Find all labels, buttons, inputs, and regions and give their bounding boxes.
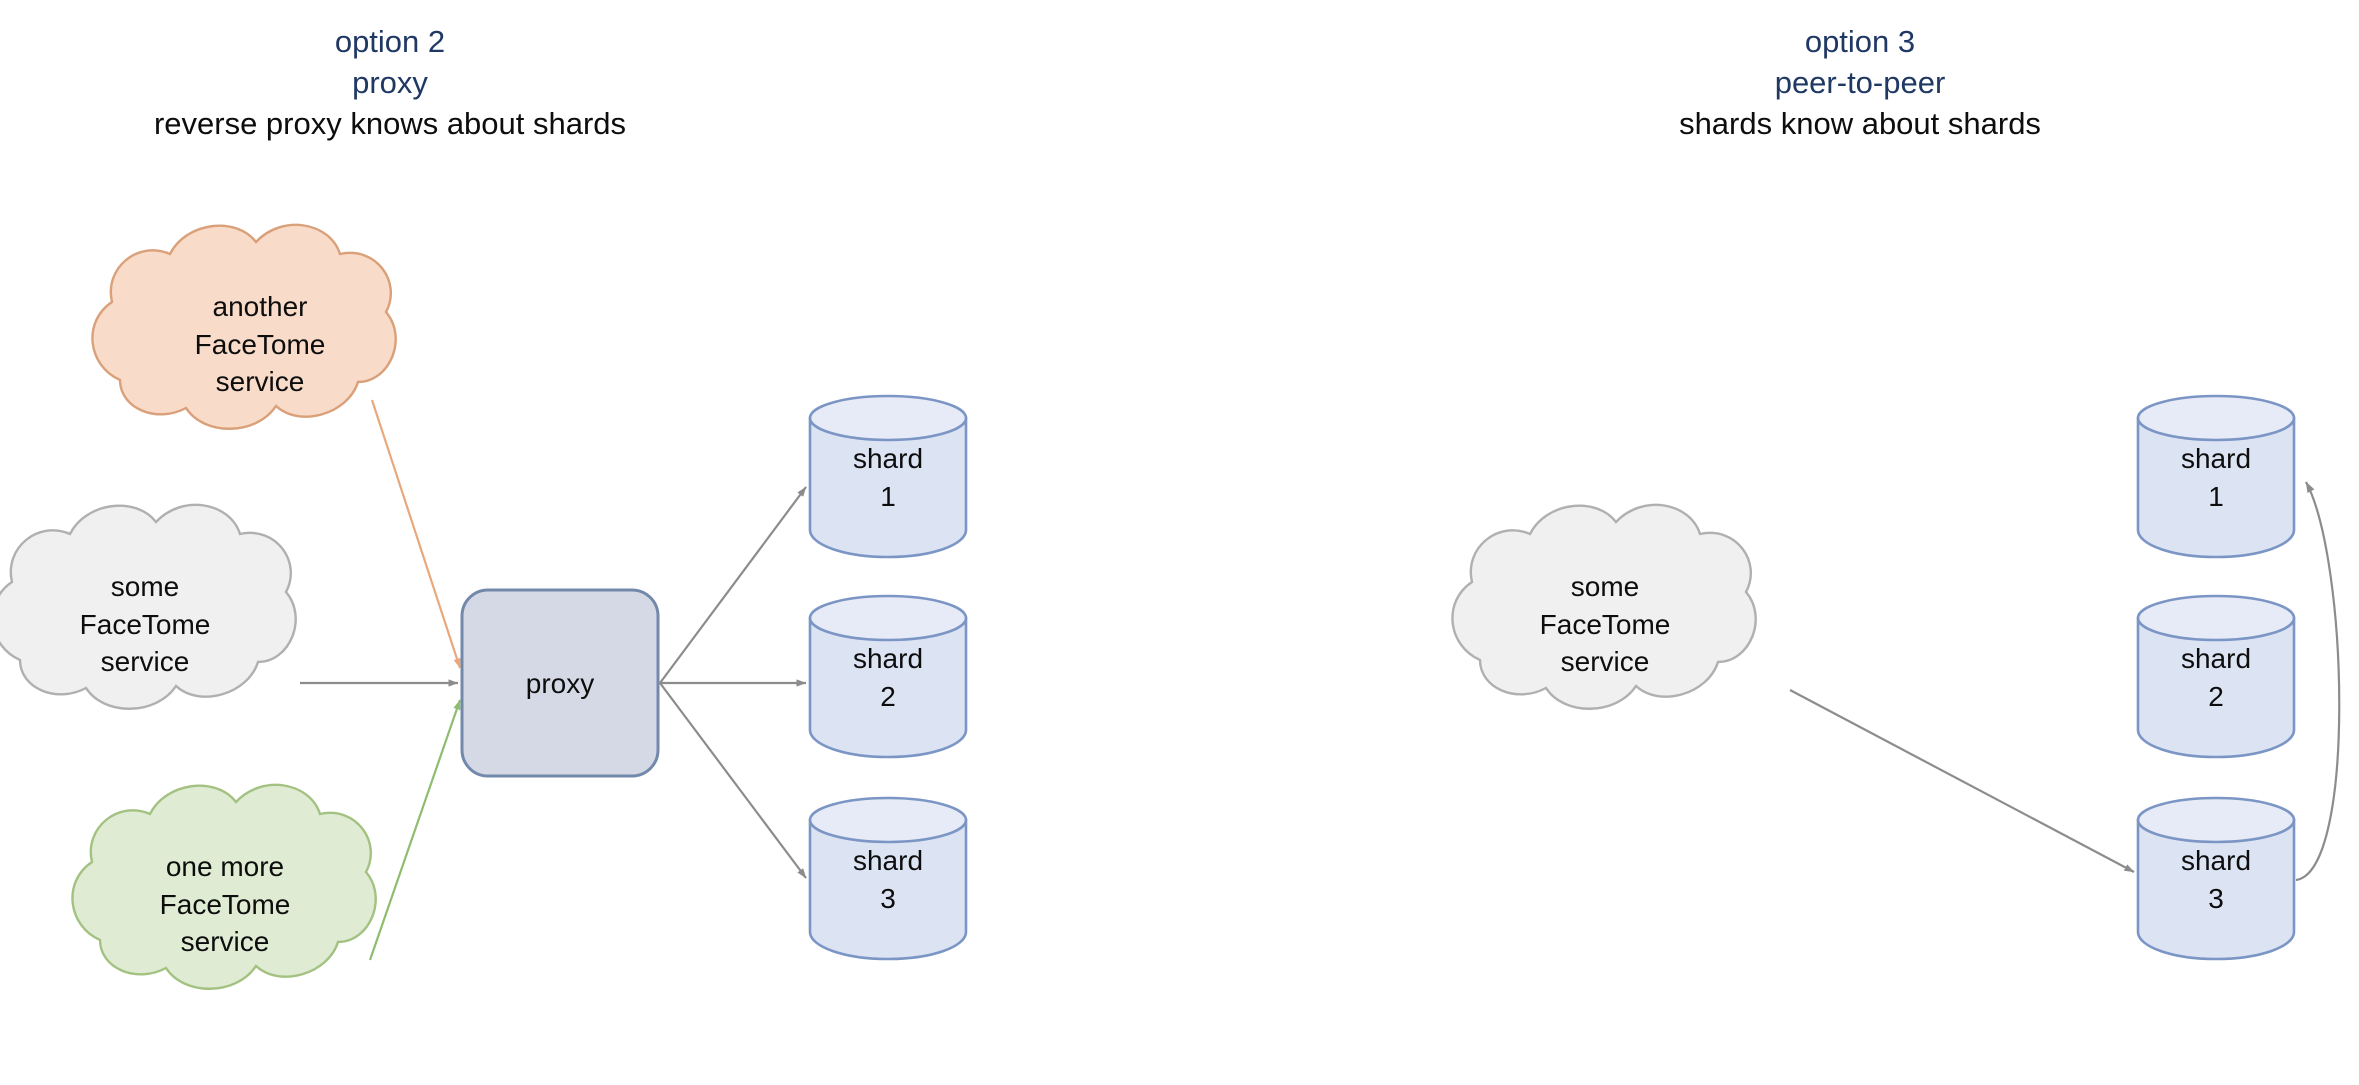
edge-shard-3-to-shard-1 xyxy=(2295,481,2341,882)
heading-option-number: option 3 xyxy=(1804,24,1916,59)
cloud-one-more-facetome-service xyxy=(71,783,377,990)
edge-another-service-to-proxy xyxy=(370,399,462,669)
heading-option-description: reverse proxy knows about shards xyxy=(153,105,627,141)
heading-option-kind: peer-to-peer xyxy=(1774,64,1946,100)
heading-option-number: option 2 xyxy=(334,24,446,59)
proxy-node[interactable] xyxy=(460,588,660,778)
shard-3-cylinder[interactable] xyxy=(808,796,968,961)
heading-option-kind: proxy xyxy=(352,64,428,100)
shard-2-cylinder[interactable] xyxy=(2136,594,2296,759)
panel-heading-option2: option 2 proxy reverse proxy knows about… xyxy=(130,22,650,145)
edge-proxy-to-shard-1 xyxy=(659,486,807,684)
heading-option-description: shards know about shards xyxy=(1679,105,2041,141)
shard-2-cylinder[interactable] xyxy=(808,594,968,759)
edge-proxy-to-shard-3 xyxy=(659,682,807,879)
panel-heading-option3: option 3 peer-to-peer shards know about … xyxy=(1600,22,2120,145)
shard-1-cylinder[interactable] xyxy=(808,394,968,559)
edge-one-more-service-to-proxy xyxy=(368,699,462,961)
shard-3-cylinder[interactable] xyxy=(2136,796,2296,961)
shard-1-cylinder[interactable] xyxy=(2136,394,2296,559)
edge-some-service-to-shard-3 xyxy=(1789,689,2135,873)
cloud-some-facetome-service xyxy=(0,503,297,710)
cloud-another-facetome-service xyxy=(91,223,397,430)
cloud-some-facetome-service xyxy=(1451,503,1757,710)
